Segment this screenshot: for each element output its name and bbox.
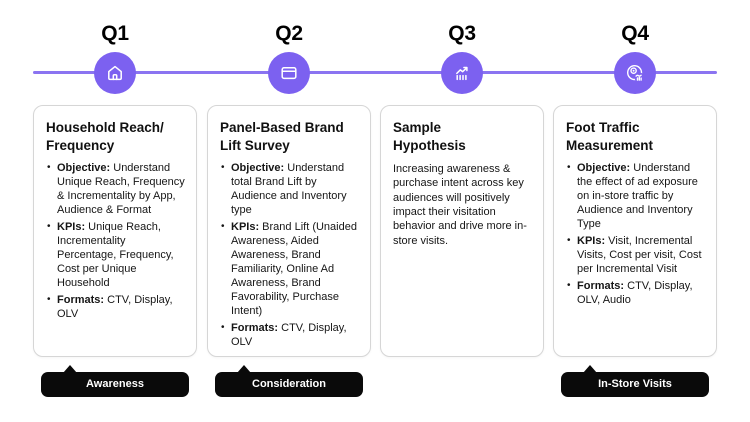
bullet-objective: Objective: Understand total Brand Lift b… bbox=[220, 162, 361, 218]
column-q2: Q2 Panel-Based Brand Lift Survey Objecti… bbox=[207, 0, 371, 422]
funnel-tag-consideration: Consideration bbox=[215, 365, 363, 397]
bullet-kpis: KPIs: Unique Reach, Incrementality Perce… bbox=[46, 221, 187, 291]
bullet-kpis: KPIs: Brand Lift (Unaided Awareness, Aid… bbox=[220, 221, 361, 319]
funnel-tag-in-store-visits: In-Store Visits bbox=[561, 365, 709, 397]
bullet-formats: Formats: CTV, Display, OLV bbox=[46, 294, 187, 322]
card-title: Sample Hypothesis bbox=[393, 120, 466, 153]
timeline-line bbox=[33, 71, 717, 74]
quarter-label-q1: Q1 bbox=[101, 22, 129, 45]
timeline-node-q4 bbox=[614, 52, 656, 94]
card-bullet-list: Objective: Understand the effect of ad e… bbox=[566, 162, 707, 308]
store-visit-analytics-icon bbox=[624, 62, 646, 84]
trend-chart-icon bbox=[451, 62, 473, 84]
quarter-label-q2: Q2 bbox=[275, 22, 303, 45]
column-q1: Q1 Household Reach/ Frequency Objective:… bbox=[33, 0, 197, 422]
timeline-node-q2 bbox=[268, 52, 310, 94]
bullet-kpis: KPIs: Visit, Incremental Visits, Cost pe… bbox=[566, 235, 707, 277]
timeline-node-q3 bbox=[441, 52, 483, 94]
card-sample-hypothesis: Sample Hypothesis Increasing awareness &… bbox=[380, 105, 544, 357]
browser-window-icon bbox=[278, 62, 300, 84]
card-title: Foot Traffic Measurement bbox=[566, 120, 654, 153]
timeline-node-q1 bbox=[94, 52, 136, 94]
column-q3: Q3 Sample Hypothesis Increasing awarenes… bbox=[380, 0, 544, 422]
card-bullet-list: Objective: Understand total Brand Lift b… bbox=[220, 162, 361, 350]
bullet-objective: Objective: Understand the effect of ad e… bbox=[566, 162, 707, 232]
quarter-label-q3: Q3 bbox=[448, 22, 476, 45]
card-title: Panel-Based Brand Lift Survey bbox=[220, 120, 344, 153]
quarter-label-q4: Q4 bbox=[621, 22, 649, 45]
home-icon bbox=[104, 62, 126, 84]
column-q4: Q4 Foot Traffic Measurement Objec bbox=[553, 0, 717, 422]
card-foot-traffic-measurement: Foot Traffic Measurement Objective: Unde… bbox=[553, 105, 717, 357]
bullet-objective: Objective: Understand Unique Reach, Freq… bbox=[46, 162, 187, 218]
card-household-reach-frequency: Household Reach/ Frequency Objective: Un… bbox=[33, 105, 197, 357]
card-panel-based-brand-lift-survey: Panel-Based Brand Lift Survey Objective:… bbox=[207, 105, 371, 357]
bullet-formats: Formats: CTV, Display, OLV, Audio bbox=[566, 280, 707, 308]
card-title: Household Reach/ Frequency bbox=[46, 120, 164, 153]
hypothesis-text: Increasing awareness & purchase intent a… bbox=[393, 163, 527, 247]
bullet-formats: Formats: CTV, Display, OLV bbox=[220, 322, 361, 350]
card-bullet-list: Objective: Understand Unique Reach, Freq… bbox=[46, 162, 187, 322]
funnel-tag-awareness: Awareness bbox=[41, 365, 189, 397]
